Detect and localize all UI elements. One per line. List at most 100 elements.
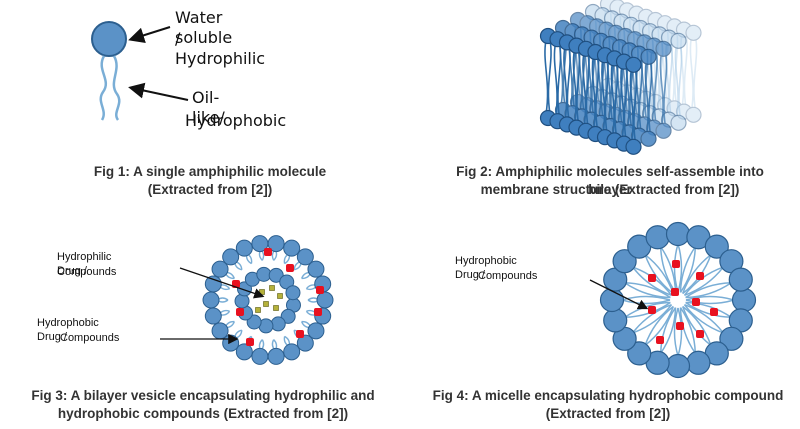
micelle-tail [644,306,675,346]
hydrophobic-drug [316,286,324,294]
bilayer-tail [683,33,688,108]
hydrophobic-drug [696,272,704,280]
micelle-tail [685,281,732,299]
hydrophobic-drug [671,288,679,296]
vesicle-outer-head [296,248,314,266]
hydrophobic-drug [264,248,272,256]
vesicle-inner-head [236,281,252,297]
micelle-tail [681,254,712,294]
micelle-tail [644,254,674,295]
bilayer-tail [576,49,581,124]
molecule-tail-left [99,55,108,121]
vesicle-outer-head [296,334,314,352]
micelle-tail [624,281,671,299]
bilayer-head-bottom [655,122,672,139]
micelle-head [612,249,637,274]
hydrophobic-drug [676,322,684,330]
bilayer-head-bottom [666,100,683,117]
vesicle-inner-head [268,267,284,283]
hydrophobic-drug [696,330,704,338]
bilayer-head-top [599,0,617,13]
micelle-head [627,341,652,366]
arrow-hydrophilic [128,26,171,44]
vesicle-outer-head [267,235,285,253]
bilayer-tail [668,41,673,116]
micelle-tail [632,266,672,297]
hydrophobic-drug [672,260,680,268]
bilayer-head-top [618,2,636,19]
bilayer-tail [572,49,577,124]
hydrophobic-drug [656,336,664,344]
micelle-head [719,326,744,351]
micelle-tail [632,303,672,334]
fig3-caption-line1: Fig 3: A bilayer vesicle encapsulating h… [31,388,375,403]
micelle-tail [679,246,697,293]
bilayer-head-top [625,56,642,73]
bilayer-tail [638,57,643,132]
bilayer-tail [644,60,649,135]
label-hydrophilic: / Hydrophilic [175,29,266,68]
bilayer-tail [557,43,562,118]
micelle-tail [624,282,671,299]
molecule-tail-right [112,55,121,121]
vesicle-outer-head [222,248,240,266]
hydrophobic-drug [648,306,656,314]
hydrophobic-drug [692,298,700,306]
bilayer-head-bottom [625,138,642,155]
fig3-label-hydrophobic-line2: Compounds [60,332,120,344]
hydrophobic-drug [710,308,718,316]
hydrophobic-drug [314,308,322,316]
fig4-label-line2: Compounds [478,270,538,282]
fig4-caption-line2: (Extracted from [2]) [545,406,671,421]
micelle-tail [682,305,712,346]
bilayer-tail [678,44,683,119]
bilayer-tail [610,62,615,137]
micelle-tail [685,295,735,301]
vesicle-outer-head [235,239,253,257]
hydrophobic-drug [648,274,656,282]
molecule-head [91,21,127,57]
micelle-head [686,350,711,375]
vesicle-outer-head [211,260,229,278]
vesicle-outer-head [283,239,301,257]
micelle-head [704,234,729,259]
bilayer-tail [591,55,596,131]
bilayer-head-top [628,5,645,22]
micelle-tail [673,307,679,357]
bilayer-tail [614,62,619,137]
vesicle-outer-head [251,347,269,365]
bilayer-head-top [656,15,674,32]
vesicle-outer-head [307,260,325,278]
micelle-tail [681,306,712,346]
bilayer-tail [674,44,679,119]
bilayer-head-top [675,21,693,38]
bilayer-tail [553,43,558,118]
micelle-tail [685,301,732,319]
micelle-head [599,287,625,313]
micelle-tail [683,304,724,334]
label-oil-like: Oil-like/ [192,88,225,127]
fig3-label-hydrophilic-line2: Compounds [57,266,117,278]
bilayer-tail [604,59,609,134]
micelle-head [603,308,628,333]
hydrophilic-drug [255,307,261,313]
bilayer-head-bottom [640,130,657,147]
micelle-tail [677,243,683,293]
fig2-caption-line2: membrane structure (Extracted from [2]) [480,182,740,197]
hydrophilic-drug [277,293,283,299]
micelle-tail [684,266,724,297]
micelle-head [665,221,691,247]
vesicle-inner-head [285,285,301,301]
micelle-tail [685,301,732,318]
hydrophilic-drug [273,305,279,311]
micelle-tail [632,304,673,334]
micelle-tail [659,307,677,354]
micelle-tail [677,307,683,357]
hydrophobic-drug [236,308,244,316]
micelle-tail [679,307,697,354]
bilayer-tail [689,36,694,111]
micelle-tail [685,282,732,299]
